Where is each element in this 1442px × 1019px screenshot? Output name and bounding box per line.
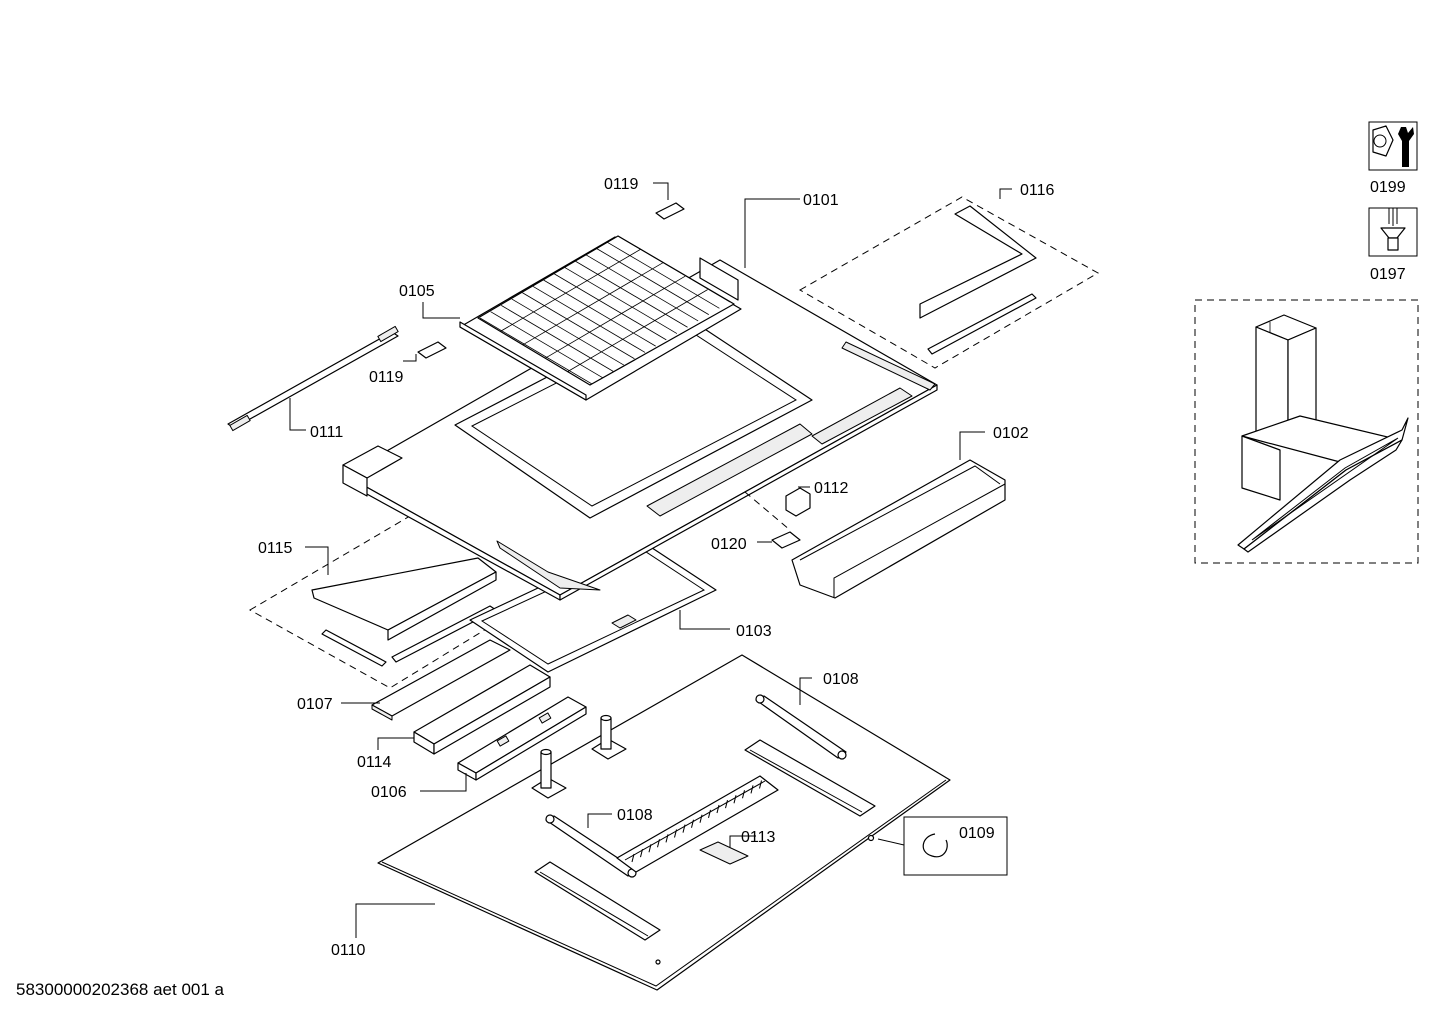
clip-0119-mid xyxy=(417,341,447,359)
leader-lines xyxy=(289,182,1012,938)
bracket-0113 xyxy=(699,841,749,865)
clip-0120 xyxy=(771,531,801,549)
hood-overview-image xyxy=(1194,299,1419,564)
base-plate-0110 xyxy=(377,654,951,991)
part-label-0116: 0116 xyxy=(1020,182,1055,199)
screw-dot xyxy=(655,959,661,965)
part-label-0119a: 0119 xyxy=(604,176,639,193)
hinge-rail-upper xyxy=(744,739,876,817)
part-label-0112: 0112 xyxy=(814,480,849,497)
cover-0114 xyxy=(413,664,551,755)
part-0109-inset xyxy=(877,816,1008,876)
part-label-0106: 0106 xyxy=(371,784,407,801)
part-label-0120: 0120 xyxy=(711,536,747,553)
part-label-0101: 0101 xyxy=(803,192,839,209)
part-label-0119b: 0119 xyxy=(369,369,404,386)
part-label-0108a: 0108 xyxy=(823,671,859,688)
part-label-0114: 0114 xyxy=(357,754,392,771)
gas-strut-upper xyxy=(755,694,847,760)
dash-leader xyxy=(744,491,791,531)
light-bar-0106 xyxy=(457,696,587,781)
screw-dot xyxy=(867,834,875,842)
part-label-0110: 0110 xyxy=(331,942,366,959)
part-label-0103: 0103 xyxy=(736,623,772,640)
clip-0119-top xyxy=(655,202,685,220)
trim-0102 xyxy=(791,459,1006,599)
wrench-icon xyxy=(1368,121,1418,171)
part-label-0108b: 0108 xyxy=(617,807,653,824)
kit-0116-group xyxy=(798,196,1100,369)
document-id: 58300000202368 aet 001 a xyxy=(16,980,224,999)
part-label-0109: 0109 xyxy=(959,825,995,842)
part-label-0115: 0115 xyxy=(258,540,293,557)
part-label-0102: 0102 xyxy=(993,425,1029,442)
fan-module-0105 xyxy=(459,235,742,401)
bracket-0107 xyxy=(371,639,511,721)
part-label-0111: 0111 xyxy=(310,424,343,441)
hinge-rail-lower xyxy=(534,861,661,941)
tool-code-0199: 0199 xyxy=(1370,179,1406,196)
center-bracket xyxy=(616,775,779,873)
switch-0112 xyxy=(785,487,811,517)
rod-0111 xyxy=(227,325,399,432)
part-label-0105: 0105 xyxy=(399,283,435,300)
part-label-0107: 0107 xyxy=(297,696,333,713)
screw-icon xyxy=(1368,207,1418,257)
mounting-pin-right xyxy=(591,714,627,760)
main-panel-0101 xyxy=(342,259,938,601)
part-label-0113: 0113 xyxy=(741,829,776,846)
mounting-pin-left xyxy=(531,748,567,799)
tool-code-0197: 0197 xyxy=(1370,266,1406,283)
